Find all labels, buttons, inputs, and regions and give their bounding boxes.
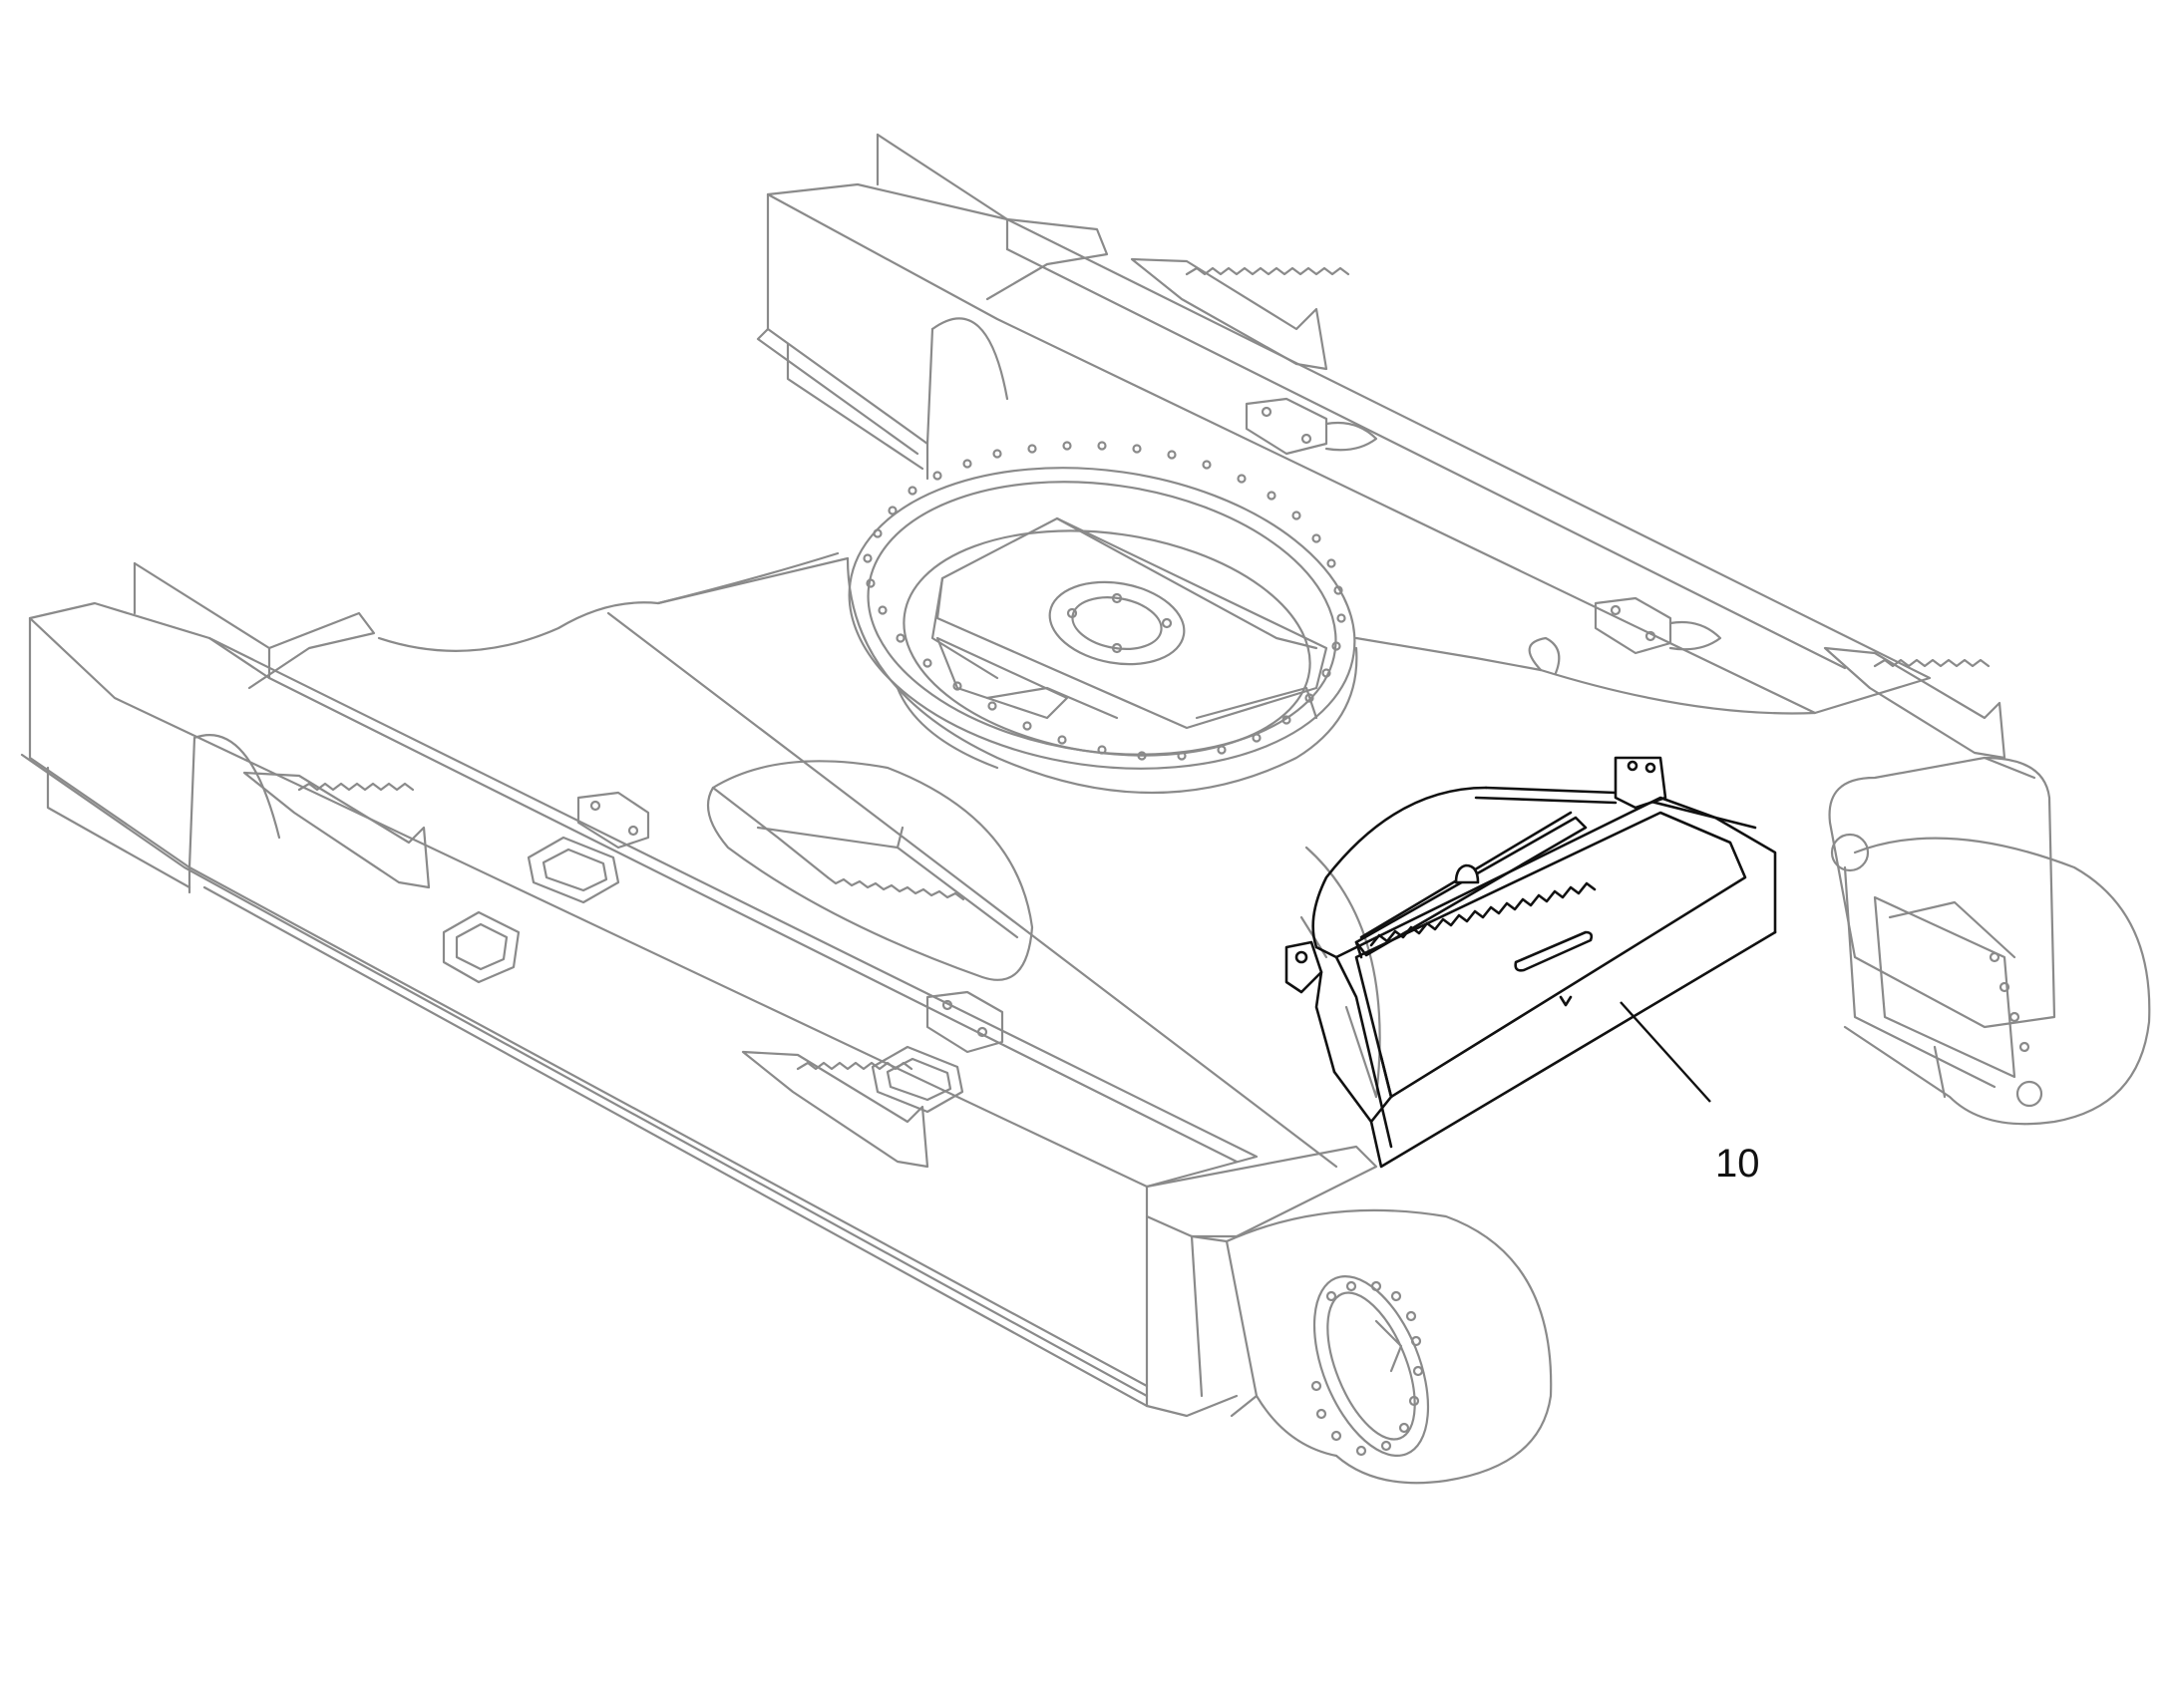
callout-10-leader (1620, 1001, 1711, 1103)
highlighted-cover-assembly (1284, 756, 1777, 1169)
rear-track-frame (756, 133, 2151, 1126)
callout-10-label: 10 (1715, 1142, 1760, 1186)
swing-bearing-ring (846, 441, 1358, 795)
front-track-frame (20, 561, 1553, 1485)
bearing-bolt-holes (863, 441, 1346, 761)
center-body (377, 551, 1817, 1169)
frame-context-linework (20, 133, 2151, 1485)
